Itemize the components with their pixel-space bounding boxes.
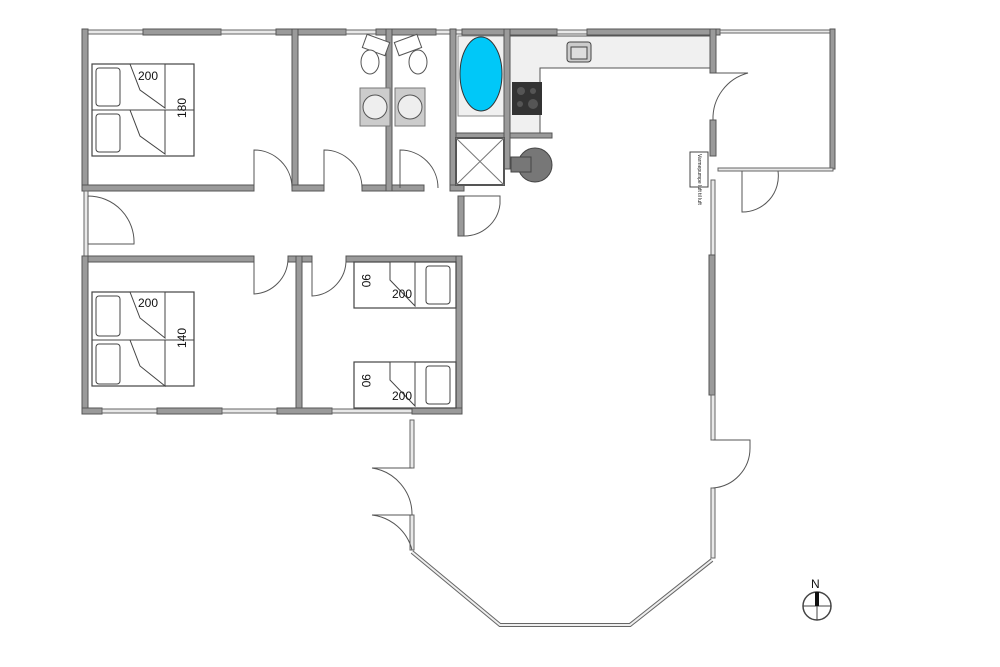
toilet-1 bbox=[360, 33, 391, 75]
shower bbox=[455, 137, 505, 186]
bed-length-label: 200 bbox=[138, 69, 158, 83]
washbasin-2 bbox=[394, 87, 426, 127]
svg-text:Varmepumpe luft til luft: Varmepumpe luft til luft bbox=[696, 154, 702, 205]
washbasin-1 bbox=[359, 87, 391, 127]
doors bbox=[87, 72, 779, 551]
bed-width-label: 140 bbox=[175, 328, 189, 348]
compass: N bbox=[802, 577, 832, 621]
heat-pump: Varmepumpe luft til luft bbox=[689, 151, 709, 205]
bed-single-2: 200 90 bbox=[353, 361, 457, 409]
bed-double-1: 200 180 bbox=[91, 63, 195, 157]
compass-north-label: N bbox=[811, 577, 820, 591]
bed-length-label: 200 bbox=[392, 287, 412, 301]
bed-width-label: 180 bbox=[175, 98, 189, 118]
kitchen-sink bbox=[566, 41, 592, 63]
bed-length-label: 200 bbox=[138, 296, 158, 310]
bed-width-label: 90 bbox=[359, 374, 373, 388]
walls bbox=[81, 28, 836, 627]
toilet-2 bbox=[393, 33, 428, 75]
bed-length-label: 200 bbox=[392, 389, 412, 403]
stove-hob bbox=[512, 82, 542, 115]
bed-width-label: 90 bbox=[359, 274, 373, 288]
bathtub bbox=[459, 36, 503, 112]
north-arrow-icon bbox=[815, 592, 819, 606]
bed-single-1: 200 90 bbox=[353, 261, 457, 309]
bed-double-2: 200 140 bbox=[91, 291, 195, 388]
wood-stove bbox=[510, 147, 553, 183]
